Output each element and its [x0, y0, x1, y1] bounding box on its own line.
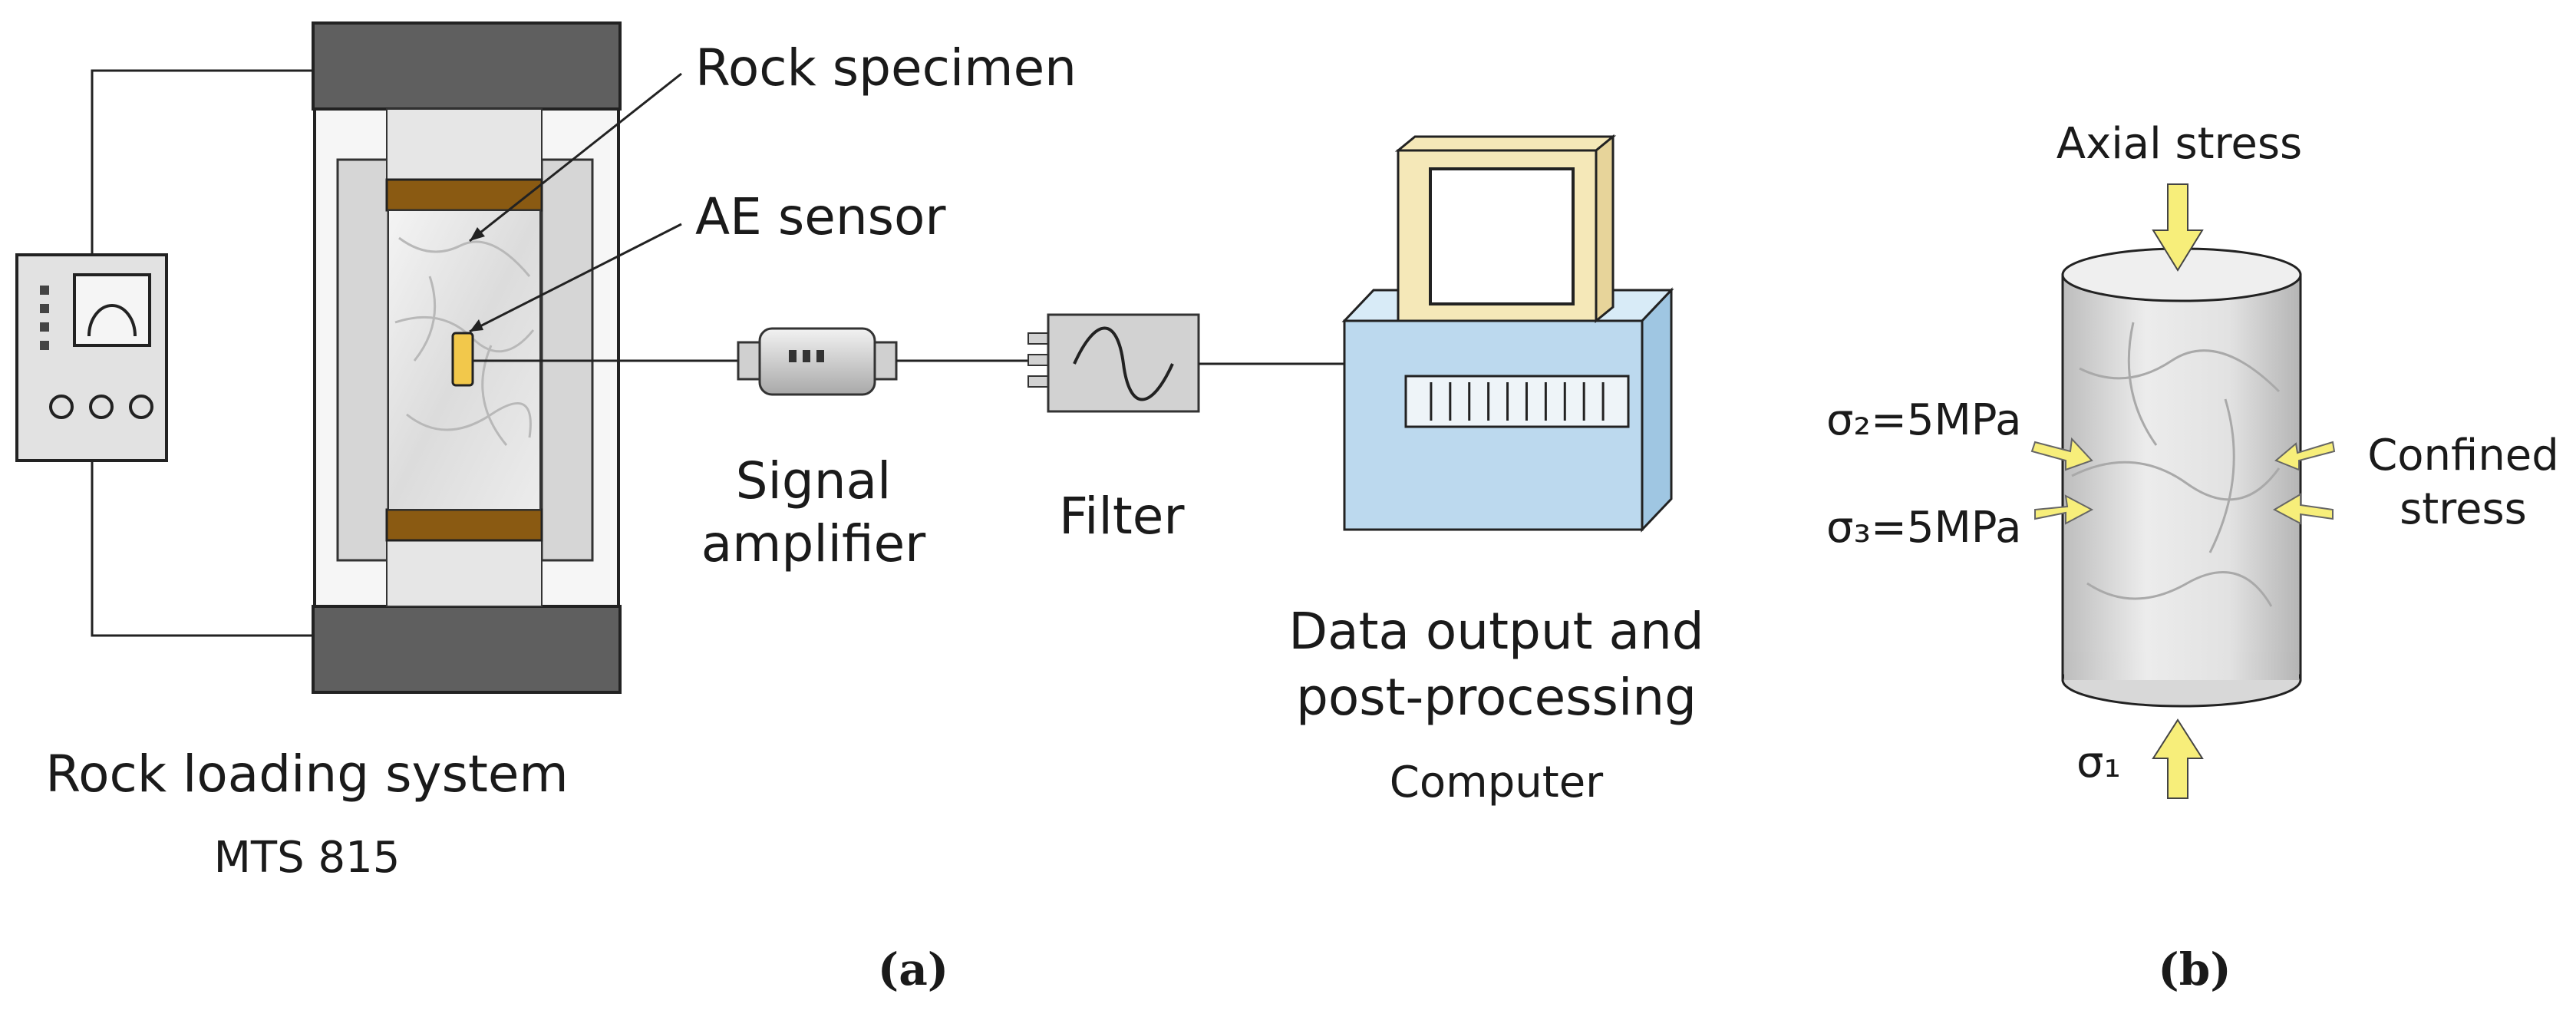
- confining-arrow-left-lower: [2034, 494, 2094, 525]
- indicator-led: [40, 322, 49, 332]
- upper-platen: [385, 178, 543, 212]
- label-stress: stress: [2400, 484, 2527, 534]
- gauge-display: [73, 273, 151, 347]
- knob-icon: [129, 395, 153, 419]
- label-mts-815: MTS 815: [213, 833, 401, 883]
- amp-indicator: [816, 350, 824, 362]
- ae-sensor-leader: [469, 223, 682, 333]
- label-rock-loading-system: Rock loading system: [45, 745, 569, 804]
- caption-b: (b): [2158, 943, 2231, 996]
- upper-piston: [386, 108, 543, 182]
- label-data-output: Data output and: [1288, 602, 1704, 661]
- knob-icon: [89, 395, 114, 419]
- label-rock-specimen: Rock specimen: [695, 38, 1077, 97]
- top-crosshead: [312, 21, 622, 111]
- label-sigma1: σ₁: [2076, 738, 2121, 788]
- amp-indicator: [789, 350, 797, 362]
- knob-icon: [49, 395, 74, 419]
- cylinder-texture: [2071, 322, 2281, 607]
- ae-sensor: [451, 332, 474, 387]
- axial-stress-arrow-top: [2152, 183, 2204, 272]
- label-computer: Computer: [1389, 758, 1604, 807]
- monitor-screen: [1429, 167, 1575, 305]
- control-panel: [15, 253, 168, 462]
- cylinder-specimen: [2061, 247, 2302, 708]
- label-confined: Confined: [2367, 431, 2559, 480]
- signal-amplifier: [737, 327, 898, 396]
- rock-specimen-leader: [469, 72, 682, 243]
- caption-a: (a): [877, 943, 949, 996]
- filter-unit: [1027, 313, 1200, 413]
- label-sigma3: σ₃=5MPa: [1826, 503, 2022, 553]
- label-signal: Signal: [735, 451, 892, 510]
- gauge-needle-arc: [87, 304, 137, 337]
- pressure-cell-left: [336, 158, 390, 562]
- label-amplifier: amplifier: [701, 514, 926, 573]
- drive-slots: [1430, 382, 1605, 421]
- confining-arrow-left-upper: [2030, 437, 2093, 471]
- label-post-processing: post-processing: [1295, 668, 1697, 727]
- loading-press: [312, 21, 622, 694]
- drive-bay: [1404, 375, 1630, 428]
- computer: [1341, 134, 1674, 533]
- label-filter: Filter: [1059, 487, 1185, 546]
- confining-arrow-right-lower: [2272, 493, 2334, 525]
- bottom-crosshead: [312, 605, 622, 694]
- indicator-led: [40, 341, 49, 350]
- label-ae-sensor: AE sensor: [695, 187, 946, 246]
- indicator-led: [40, 304, 49, 313]
- label-sigma2: σ₂=5MPa: [1826, 395, 2022, 445]
- amp-indicator: [803, 350, 810, 362]
- arrowhead-icon: [470, 319, 483, 332]
- lower-piston: [386, 537, 543, 607]
- axial-stress-arrow-bottom: [2152, 718, 2204, 799]
- confining-arrow-right-upper: [2274, 441, 2336, 471]
- arrowhead-icon: [470, 227, 485, 241]
- lower-platen: [385, 508, 543, 542]
- sine-wave-icon: [1073, 326, 1174, 401]
- label-axial-stress: Axial stress: [2056, 119, 2303, 169]
- indicator-led: [40, 286, 49, 295]
